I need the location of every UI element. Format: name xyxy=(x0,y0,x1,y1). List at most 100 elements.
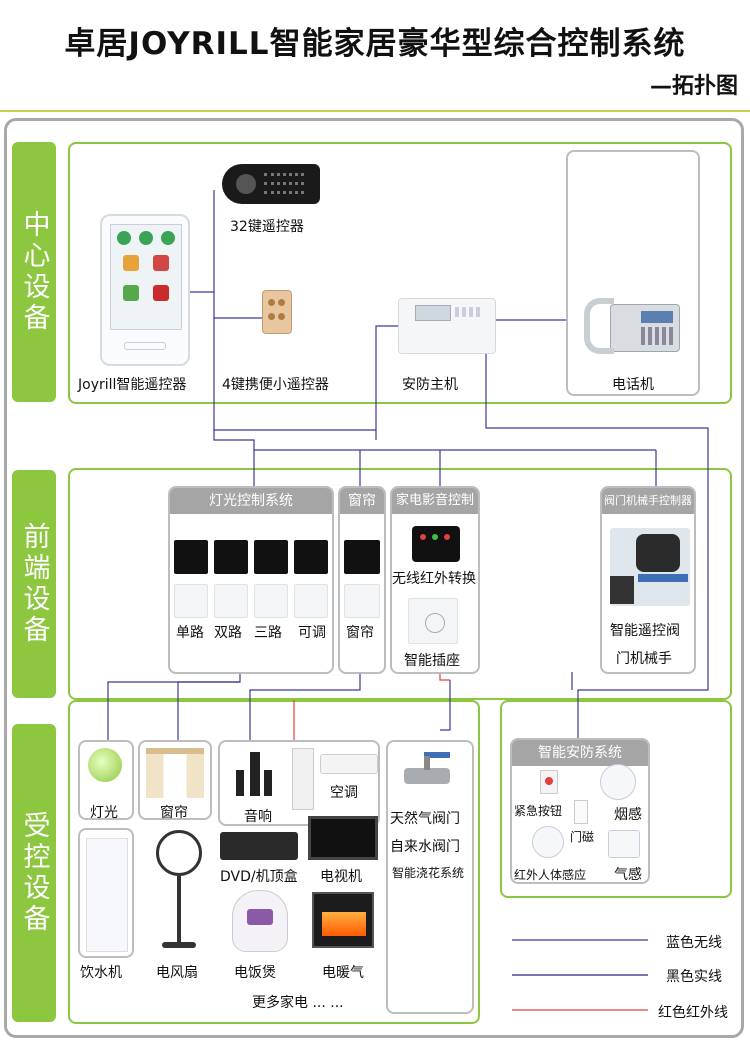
section-label-controlled: 受控设备 xyxy=(12,724,56,1022)
display-screen xyxy=(415,305,451,321)
switch-light-2 xyxy=(214,584,248,618)
floor-ac-icon xyxy=(292,748,314,810)
sleep-mode-icon xyxy=(123,285,139,301)
emergency-label: 紧急按钮 xyxy=(514,804,563,818)
valve-label-1: 智能遥控阀 xyxy=(610,623,680,639)
valve-manipulator-device xyxy=(610,528,690,606)
tv-icon xyxy=(308,816,378,860)
valve-label-2: 门机械手 xyxy=(616,651,672,667)
phone-screen xyxy=(641,311,673,323)
curtain-header: 窗帘 xyxy=(340,488,384,514)
section-label-front: 前端设备 xyxy=(12,470,56,698)
emergency-button-icon xyxy=(540,770,558,794)
pir-sensor-icon xyxy=(532,826,564,858)
switch-dark-2 xyxy=(214,540,248,574)
dpad-icon xyxy=(236,174,256,194)
legend-black-solid: 黑色实线 xyxy=(666,969,722,985)
water-dispenser-icon xyxy=(86,838,128,952)
gas-sensor-icon xyxy=(608,830,640,858)
smart-socket-device xyxy=(408,598,458,644)
legend-red-infrared: 红色红外线 xyxy=(658,1005,728,1021)
mode-icon xyxy=(117,231,131,245)
title-divider xyxy=(0,110,750,112)
door-label: 门磁 xyxy=(570,830,595,844)
rice-cooker-icon xyxy=(232,890,288,952)
speaker-icon xyxy=(236,752,276,796)
legend-blue-wireless: 蓝色无线 xyxy=(666,935,722,951)
valve-header: 阀门机械手控制器 xyxy=(602,488,694,514)
irrigation-label: 智能浇花系统 xyxy=(392,866,465,880)
lighting-item-2: 双路 xyxy=(214,625,242,641)
speaker-label: 音响 xyxy=(244,809,272,825)
dvd-icon xyxy=(220,832,298,860)
gas-valve-label: 天然气阀门 xyxy=(390,811,460,827)
ir-converter-device xyxy=(412,526,460,562)
heater-label: 电暖气 xyxy=(322,965,364,981)
gas-sensor-label: 气感 xyxy=(614,867,642,883)
fan-icon xyxy=(152,830,206,950)
ball-valve-icon xyxy=(404,752,450,792)
dvd-label: DVD/机顶盒 xyxy=(220,869,298,885)
joyrill-remote-device xyxy=(100,214,190,366)
curtain-group: 窗帘 xyxy=(338,486,386,674)
switch-dark-4 xyxy=(294,540,328,574)
home-mode-icon xyxy=(123,255,139,271)
av-group: 家电影音控制 xyxy=(390,486,480,674)
switch-light-4 xyxy=(294,584,328,618)
phone-device xyxy=(580,296,680,356)
lighting-header: 灯光控制系统 xyxy=(170,488,332,514)
handset-icon xyxy=(584,298,614,354)
close-mode-icon xyxy=(153,285,169,301)
curtain-switch-dark xyxy=(344,540,380,574)
lighting-item-3: 三路 xyxy=(254,625,282,641)
water-dispenser-label: 饮水机 xyxy=(80,965,122,981)
socket-icon xyxy=(425,613,445,633)
lighting-group: 灯光控制系统 xyxy=(168,486,334,674)
diagram-frame xyxy=(4,118,744,1038)
lighting-item-1: 单路 xyxy=(176,625,204,641)
phone-keypad xyxy=(641,327,673,345)
page-title: 卓居JOYRILL智能家居豪华型综合控制系统 xyxy=(64,26,686,62)
fan-label: 电风扇 xyxy=(156,965,198,981)
pir-label: 红外人体感应 xyxy=(514,868,587,882)
lighting-item-4: 可调 xyxy=(298,625,326,641)
switch-light-3 xyxy=(254,584,288,618)
tv-label: 电视机 xyxy=(320,869,362,885)
mode-icon xyxy=(161,231,175,245)
keypad xyxy=(455,307,483,317)
smoke-detector-icon xyxy=(600,764,636,800)
security-host-label: 安防主机 xyxy=(402,377,458,393)
switch-dark-1 xyxy=(174,540,208,574)
section-label-center: 中心设备 xyxy=(12,142,56,402)
bulb-icon xyxy=(88,748,122,782)
aircon-label: 空调 xyxy=(330,785,358,801)
remote32-device xyxy=(222,164,320,204)
remote32-label: 32键遥控器 xyxy=(230,219,304,235)
switch-dark-3 xyxy=(254,540,288,574)
valve-controlled-box xyxy=(386,740,474,1014)
water-valve-label: 自来水阀门 xyxy=(390,839,460,855)
light-label: 灯光 xyxy=(90,805,118,821)
security-system-header: 智能安防系统 xyxy=(512,740,648,766)
wall-ac-icon xyxy=(320,754,378,774)
portable-remote-label: 4键携便小遥控器 xyxy=(222,377,329,393)
curtain-icon xyxy=(146,748,204,798)
security-host-device xyxy=(398,298,496,354)
security-system-group: 智能安防系统 xyxy=(510,738,650,884)
curtain-switch-light xyxy=(344,584,380,618)
smoke-label: 烟感 xyxy=(614,807,642,823)
switch-light-1 xyxy=(174,584,208,618)
joyrill-remote-label: Joyrill智能遥控器 xyxy=(78,377,187,393)
ir-converter-label: 无线红外转换 xyxy=(392,571,476,587)
curtain-item: 窗帘 xyxy=(346,625,374,641)
mode-icon xyxy=(139,231,153,245)
portable-remote-device xyxy=(262,290,292,334)
away-mode-icon xyxy=(153,255,169,271)
curtain-label: 窗帘 xyxy=(160,805,188,821)
av-header: 家电影音控制 xyxy=(392,488,478,514)
more-appliances-label: 更多家电 ... ... xyxy=(252,995,344,1011)
phone-box xyxy=(566,150,700,396)
phone-label: 电话机 xyxy=(612,377,654,393)
rice-cooker-label: 电饭煲 xyxy=(234,965,276,981)
